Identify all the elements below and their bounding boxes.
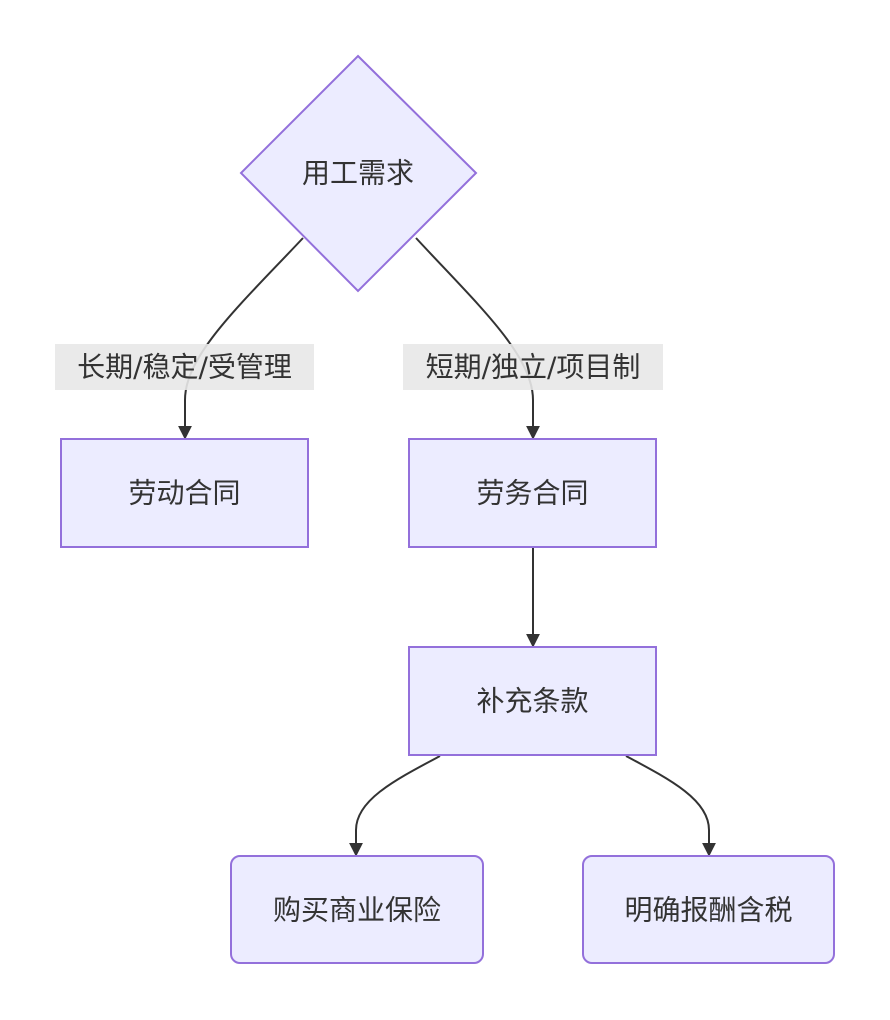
edge-label-short-term: 短期/独立/项目制 xyxy=(403,344,663,390)
decision-node-need-text: 用工需求 xyxy=(302,157,414,190)
node-supplement-text: 补充条款 xyxy=(476,685,588,718)
node-tax-text: 明确报酬含税 xyxy=(624,894,792,927)
node-service-contract-text: 劳务合同 xyxy=(476,477,588,510)
edge-label-long-term: 长期/稳定/受管理 xyxy=(55,344,314,390)
edge-label-long-term-text: 长期/稳定/受管理 xyxy=(77,351,292,384)
edge-supplement-to-tax xyxy=(625,755,716,857)
edges xyxy=(178,237,716,857)
node-tax[interactable]: 明确报酬含税 xyxy=(582,855,835,964)
edge-need-to-service xyxy=(415,237,540,440)
edge-need-to-labor xyxy=(178,237,304,440)
node-labor-contract-text: 劳动合同 xyxy=(128,477,240,510)
decision-node-need[interactable]: 用工需求 xyxy=(239,54,478,293)
node-insurance[interactable]: 购买商业保险 xyxy=(230,855,484,964)
node-supplement[interactable]: 补充条款 xyxy=(408,646,657,756)
node-insurance-text: 购买商业保险 xyxy=(273,894,441,927)
node-labor-contract[interactable]: 劳动合同 xyxy=(60,438,309,548)
node-service-contract[interactable]: 劳务合同 xyxy=(408,438,657,548)
edge-supplement-to-insurance xyxy=(349,755,441,857)
edge-label-short-term-text: 短期/独立/项目制 xyxy=(426,351,641,384)
